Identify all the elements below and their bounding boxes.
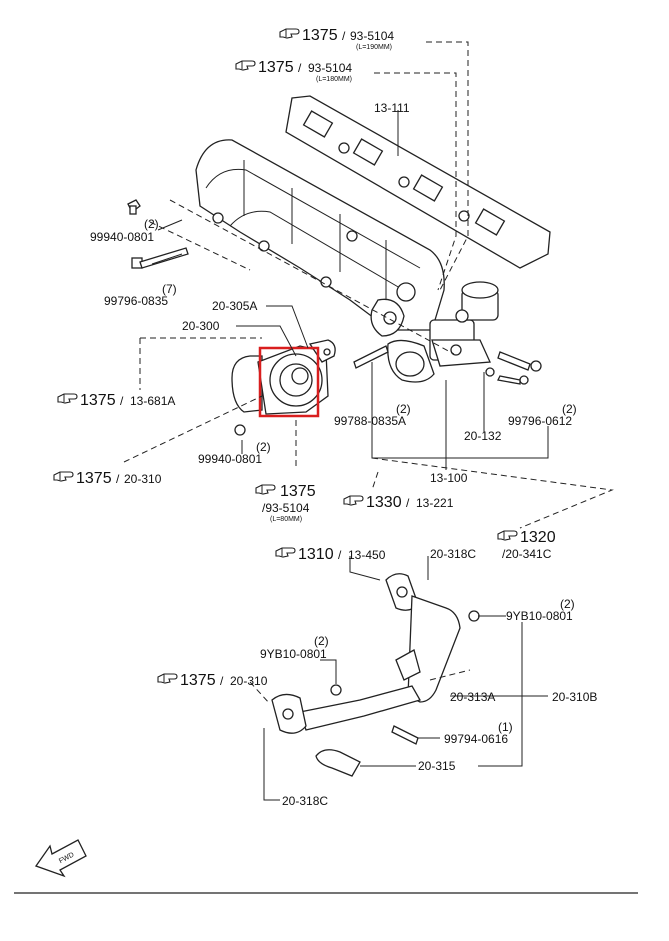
pointing-hand-icon: [255, 484, 276, 495]
qty-label: (2): [256, 440, 271, 454]
part-99794-0616: 99794-0616: [444, 732, 508, 746]
egr-pipe-stub: [231, 355, 263, 413]
qty-label: (2): [562, 402, 577, 416]
bolt-99796-0835: [131, 247, 189, 269]
ref-sub: /20-341C: [502, 547, 552, 561]
part-20-310b: 20-310B: [552, 690, 597, 704]
ref-main: 1375: [280, 483, 316, 500]
part-9yb10-0801: 9YB10-0801: [260, 647, 327, 661]
pointing-hand-icon: [157, 673, 178, 684]
part-labels: 13-111 (2) 99940-0801 (7) 99796-0835 20-…: [90, 101, 597, 808]
qty-label: (7): [162, 282, 177, 296]
svg-text:/: /: [116, 472, 120, 486]
svg-text:/: /: [298, 61, 302, 75]
ref-sub: 20-310: [230, 674, 268, 688]
qty-label: (2): [144, 217, 159, 231]
manifold-outlet-flange: [387, 339, 435, 383]
highlight-box: [258, 346, 320, 418]
svg-text:/: /: [342, 29, 346, 43]
pipe-upper: [407, 595, 461, 703]
bolt-99794-0616: [391, 725, 419, 745]
part-20-318c: 20-318C: [430, 547, 476, 561]
ref-callout-7: 1320 /20-341C: [497, 529, 556, 561]
ref-main: 1375: [180, 672, 216, 689]
nut-9yb10-right: [468, 610, 480, 622]
stud: [353, 345, 389, 369]
pointing-hand-icon: [279, 28, 300, 39]
leader-lines: [123, 41, 614, 801]
pipe-hose-20-315: [315, 749, 361, 777]
ref-note: (L=180MM): [316, 76, 352, 83]
ref-sub: /93-5104: [262, 501, 310, 515]
bolt-99796-0612: [497, 351, 542, 385]
pointing-hand-icon: [497, 530, 518, 541]
part-20-315: 20-315: [418, 759, 456, 773]
intake-manifold: [195, 139, 445, 337]
part-20-300: 20-300: [182, 319, 220, 333]
ref-sub: 93-5104: [308, 61, 352, 75]
part-99796-0612: 99796-0612: [508, 414, 572, 428]
pipe-lower: [299, 685, 421, 731]
part-99940-0801: 99940-0801: [198, 452, 262, 466]
ref-main: 1375: [76, 470, 112, 487]
ref-sub: 13-681A: [130, 394, 175, 408]
ref-main: 1320: [520, 529, 556, 546]
svg-text:/: /: [406, 496, 410, 510]
part-20-132: 20-132: [464, 429, 502, 443]
egr-cooler-assembly: [231, 339, 336, 436]
ref-callout-2: 1375 / 93-5104 (L=180MM): [235, 59, 352, 83]
qty-label: (1): [498, 720, 513, 734]
svg-text:/: /: [120, 394, 124, 408]
ref-callout-9: 1375 / 20-310: [157, 672, 268, 689]
part-13-100: 13-100: [430, 471, 468, 485]
ref-sub: 93-5104: [350, 29, 394, 43]
nut-9yb10-left: [330, 684, 342, 696]
part-9yb10-0801: 9YB10-0801: [506, 609, 573, 623]
ref-callout-3: 1375 / 13-681A: [57, 392, 175, 409]
ref-callout-1: 1375 / 93-5104 (L=190MM): [279, 27, 394, 51]
part-99788-0835a: 99788-0835A: [334, 414, 406, 428]
pointing-hand-icon: [235, 60, 256, 71]
part-20-305a: 20-305A: [212, 299, 257, 313]
pointing-hand-icon: [343, 495, 364, 506]
part-20-313a: 20-313A: [450, 690, 495, 704]
bolt-99940-0801-top: [127, 199, 141, 215]
ref-main: 1375: [302, 27, 338, 44]
ref-callout-5: 1375 /93-5104 (L=80MM): [255, 483, 316, 523]
ref-callout-6: 1330 / 13-221: [343, 494, 454, 511]
ref-note: (L=190MM): [356, 44, 392, 51]
ref-main: 1330: [366, 494, 402, 511]
ref-callout-4: 1375 / 20-310: [53, 470, 162, 487]
fwd-arrow-icon: FWD: [34, 839, 87, 878]
pointing-hand-icon: [53, 471, 74, 482]
ref-sub: 13-221: [416, 496, 454, 510]
ref-note: (L=80MM): [270, 516, 302, 523]
svg-text:/: /: [338, 548, 342, 562]
bolt-99940-0801-bottom: [234, 424, 246, 436]
part-20-318c: 20-318C: [282, 794, 328, 808]
egr-valve: [429, 281, 499, 367]
qty-label: (2): [314, 634, 329, 648]
part-13-111: 13-111: [374, 101, 410, 115]
ref-sub: 13-450: [348, 548, 386, 562]
pointing-hand-icon: [275, 547, 296, 558]
intake-manifold-assembly: [195, 95, 551, 385]
egr-pipe-assembly: [271, 573, 480, 777]
svg-text:/: /: [220, 674, 224, 688]
nut: [485, 367, 495, 377]
pointing-hand-icon: [57, 393, 78, 404]
ref-main: 1310: [298, 546, 334, 563]
part-99940-0801: 99940-0801: [90, 230, 154, 244]
ref-main: 1375: [80, 392, 116, 409]
manifold-gasket: [285, 95, 551, 269]
ref-sub: 20-310: [124, 472, 162, 486]
part-99796-0835: 99796-0835: [104, 294, 168, 308]
qty-label: (2): [396, 402, 411, 416]
pipe-bracket: [395, 649, 421, 681]
ref-callout-8: 1310 / 13-450: [275, 546, 386, 563]
qty-label: (2): [560, 597, 575, 611]
ref-main: 1375: [258, 59, 294, 76]
